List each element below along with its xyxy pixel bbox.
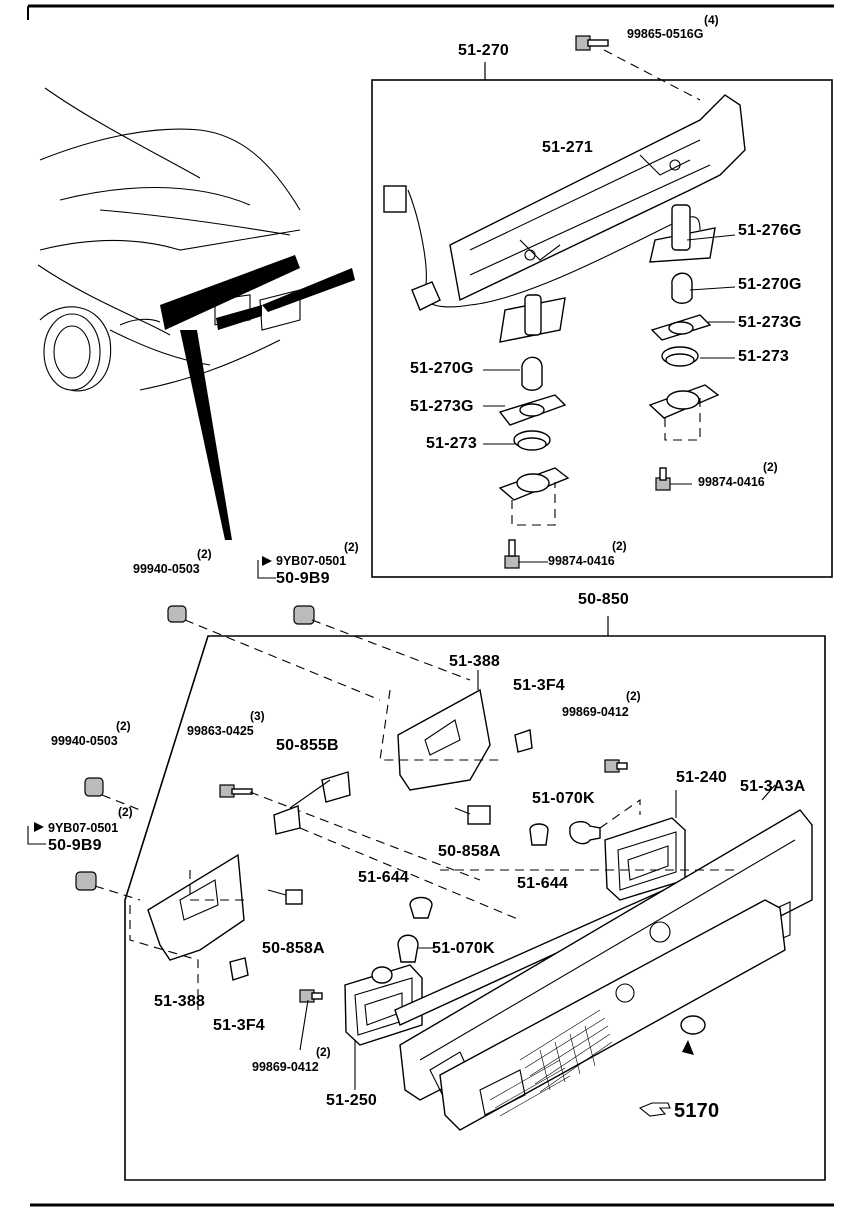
fasteners-left bbox=[219, 771, 521, 921]
clip-mid-left-part: 99940-0503 bbox=[51, 734, 118, 748]
part-51-070k-left: 51-070K bbox=[432, 940, 495, 957]
clip-fasteners-top bbox=[167, 556, 471, 701]
screw-right-part: 99874-0416 bbox=[698, 475, 765, 489]
clip-fasteners-left bbox=[27, 777, 141, 901]
part-51-3f4-left: 51-3F4 bbox=[213, 1017, 265, 1034]
clip-mid-left2-part: 50-9B9 bbox=[48, 837, 102, 854]
part-50-858a-right: 50-858A bbox=[438, 843, 501, 860]
bolt-left-part: 99863-0425 bbox=[187, 724, 254, 738]
top-bolt bbox=[575, 35, 701, 101]
part-51-276g: 51-276G bbox=[738, 222, 802, 239]
part-51-273-left: 51-273 bbox=[426, 435, 478, 452]
part-51-388-left: 51-388 bbox=[154, 993, 206, 1010]
part-51-271: 51-271 bbox=[542, 139, 594, 156]
top-bolt-part: 99865-0516G bbox=[627, 27, 704, 41]
part-50-855b: 50-855B bbox=[276, 737, 339, 754]
clip-mid-left2-qty: (2) bbox=[118, 805, 133, 819]
license-lamp-bracket bbox=[383, 94, 746, 343]
clip-top-mid-ref: 9YB07-0501 bbox=[276, 554, 347, 568]
bolt-left-qty: (3) bbox=[250, 709, 265, 723]
clip-top-left-qty: (2) bbox=[197, 547, 212, 561]
clip-top-left-part: 99940-0503 bbox=[133, 562, 200, 576]
pointing-hand-icon bbox=[638, 1102, 671, 1117]
part-51-388-right: 51-388 bbox=[449, 653, 501, 670]
part-51-3f4-right: 51-3F4 bbox=[513, 677, 565, 694]
reference-number: 5170 bbox=[674, 1100, 720, 1122]
screw-bottom-qty: (2) bbox=[612, 539, 627, 553]
bracket-left bbox=[129, 853, 250, 1010]
car-rear-view bbox=[37, 87, 355, 540]
part-51-070k-right: 51-070K bbox=[532, 790, 595, 807]
clip-mid-left2-ref: 9YB07-0501 bbox=[48, 821, 119, 835]
top-bolt-qty: (4) bbox=[704, 13, 719, 27]
part-51-240: 51-240 bbox=[676, 769, 728, 786]
screw-right-qty: (2) bbox=[763, 460, 778, 474]
screw-right-lower-part: 99869-0412 bbox=[562, 705, 629, 719]
clip-top-mid-part: 50-9B9 bbox=[276, 570, 330, 587]
part-51-270g-left: 51-270G bbox=[410, 360, 474, 377]
part-51-250: 51-250 bbox=[326, 1092, 378, 1109]
upper-left-parts bbox=[483, 356, 570, 569]
screw-left-lower-qty: (2) bbox=[316, 1045, 331, 1059]
upper-group-title: 51-270 bbox=[458, 42, 510, 59]
lamp-right bbox=[569, 790, 686, 901]
clip-top-mid-qty: (2) bbox=[344, 540, 359, 554]
clip-mid-left-qty: (2) bbox=[116, 719, 131, 733]
screw-left-lower-part: 99869-0412 bbox=[252, 1060, 319, 1074]
fasteners-right bbox=[454, 729, 628, 846]
bracket-right bbox=[379, 670, 500, 791]
part-51-270g-right: 51-270G bbox=[738, 276, 802, 293]
part-50-858a-left: 50-858A bbox=[262, 940, 325, 957]
part-51-3a3a: 51-3A3A bbox=[740, 778, 806, 795]
part-51-273g-right: 51-273G bbox=[738, 314, 802, 331]
fasteners-lower-left bbox=[229, 934, 435, 1051]
lower-box-outline bbox=[124, 616, 826, 1181]
rear-garnish-panel bbox=[394, 784, 813, 1131]
screw-right-lower-qty: (2) bbox=[626, 689, 641, 703]
upper-right-parts bbox=[648, 234, 736, 491]
part-51-273-right: 51-273 bbox=[738, 348, 790, 365]
part-51-644-left: 51-644 bbox=[358, 869, 410, 886]
lower-group-title: 50-850 bbox=[578, 591, 630, 608]
screw-bottom-part: 99874-0416 bbox=[548, 554, 615, 568]
part-51-273g-left: 51-273G bbox=[410, 398, 474, 415]
part-51-644-right: 51-644 bbox=[517, 875, 569, 892]
